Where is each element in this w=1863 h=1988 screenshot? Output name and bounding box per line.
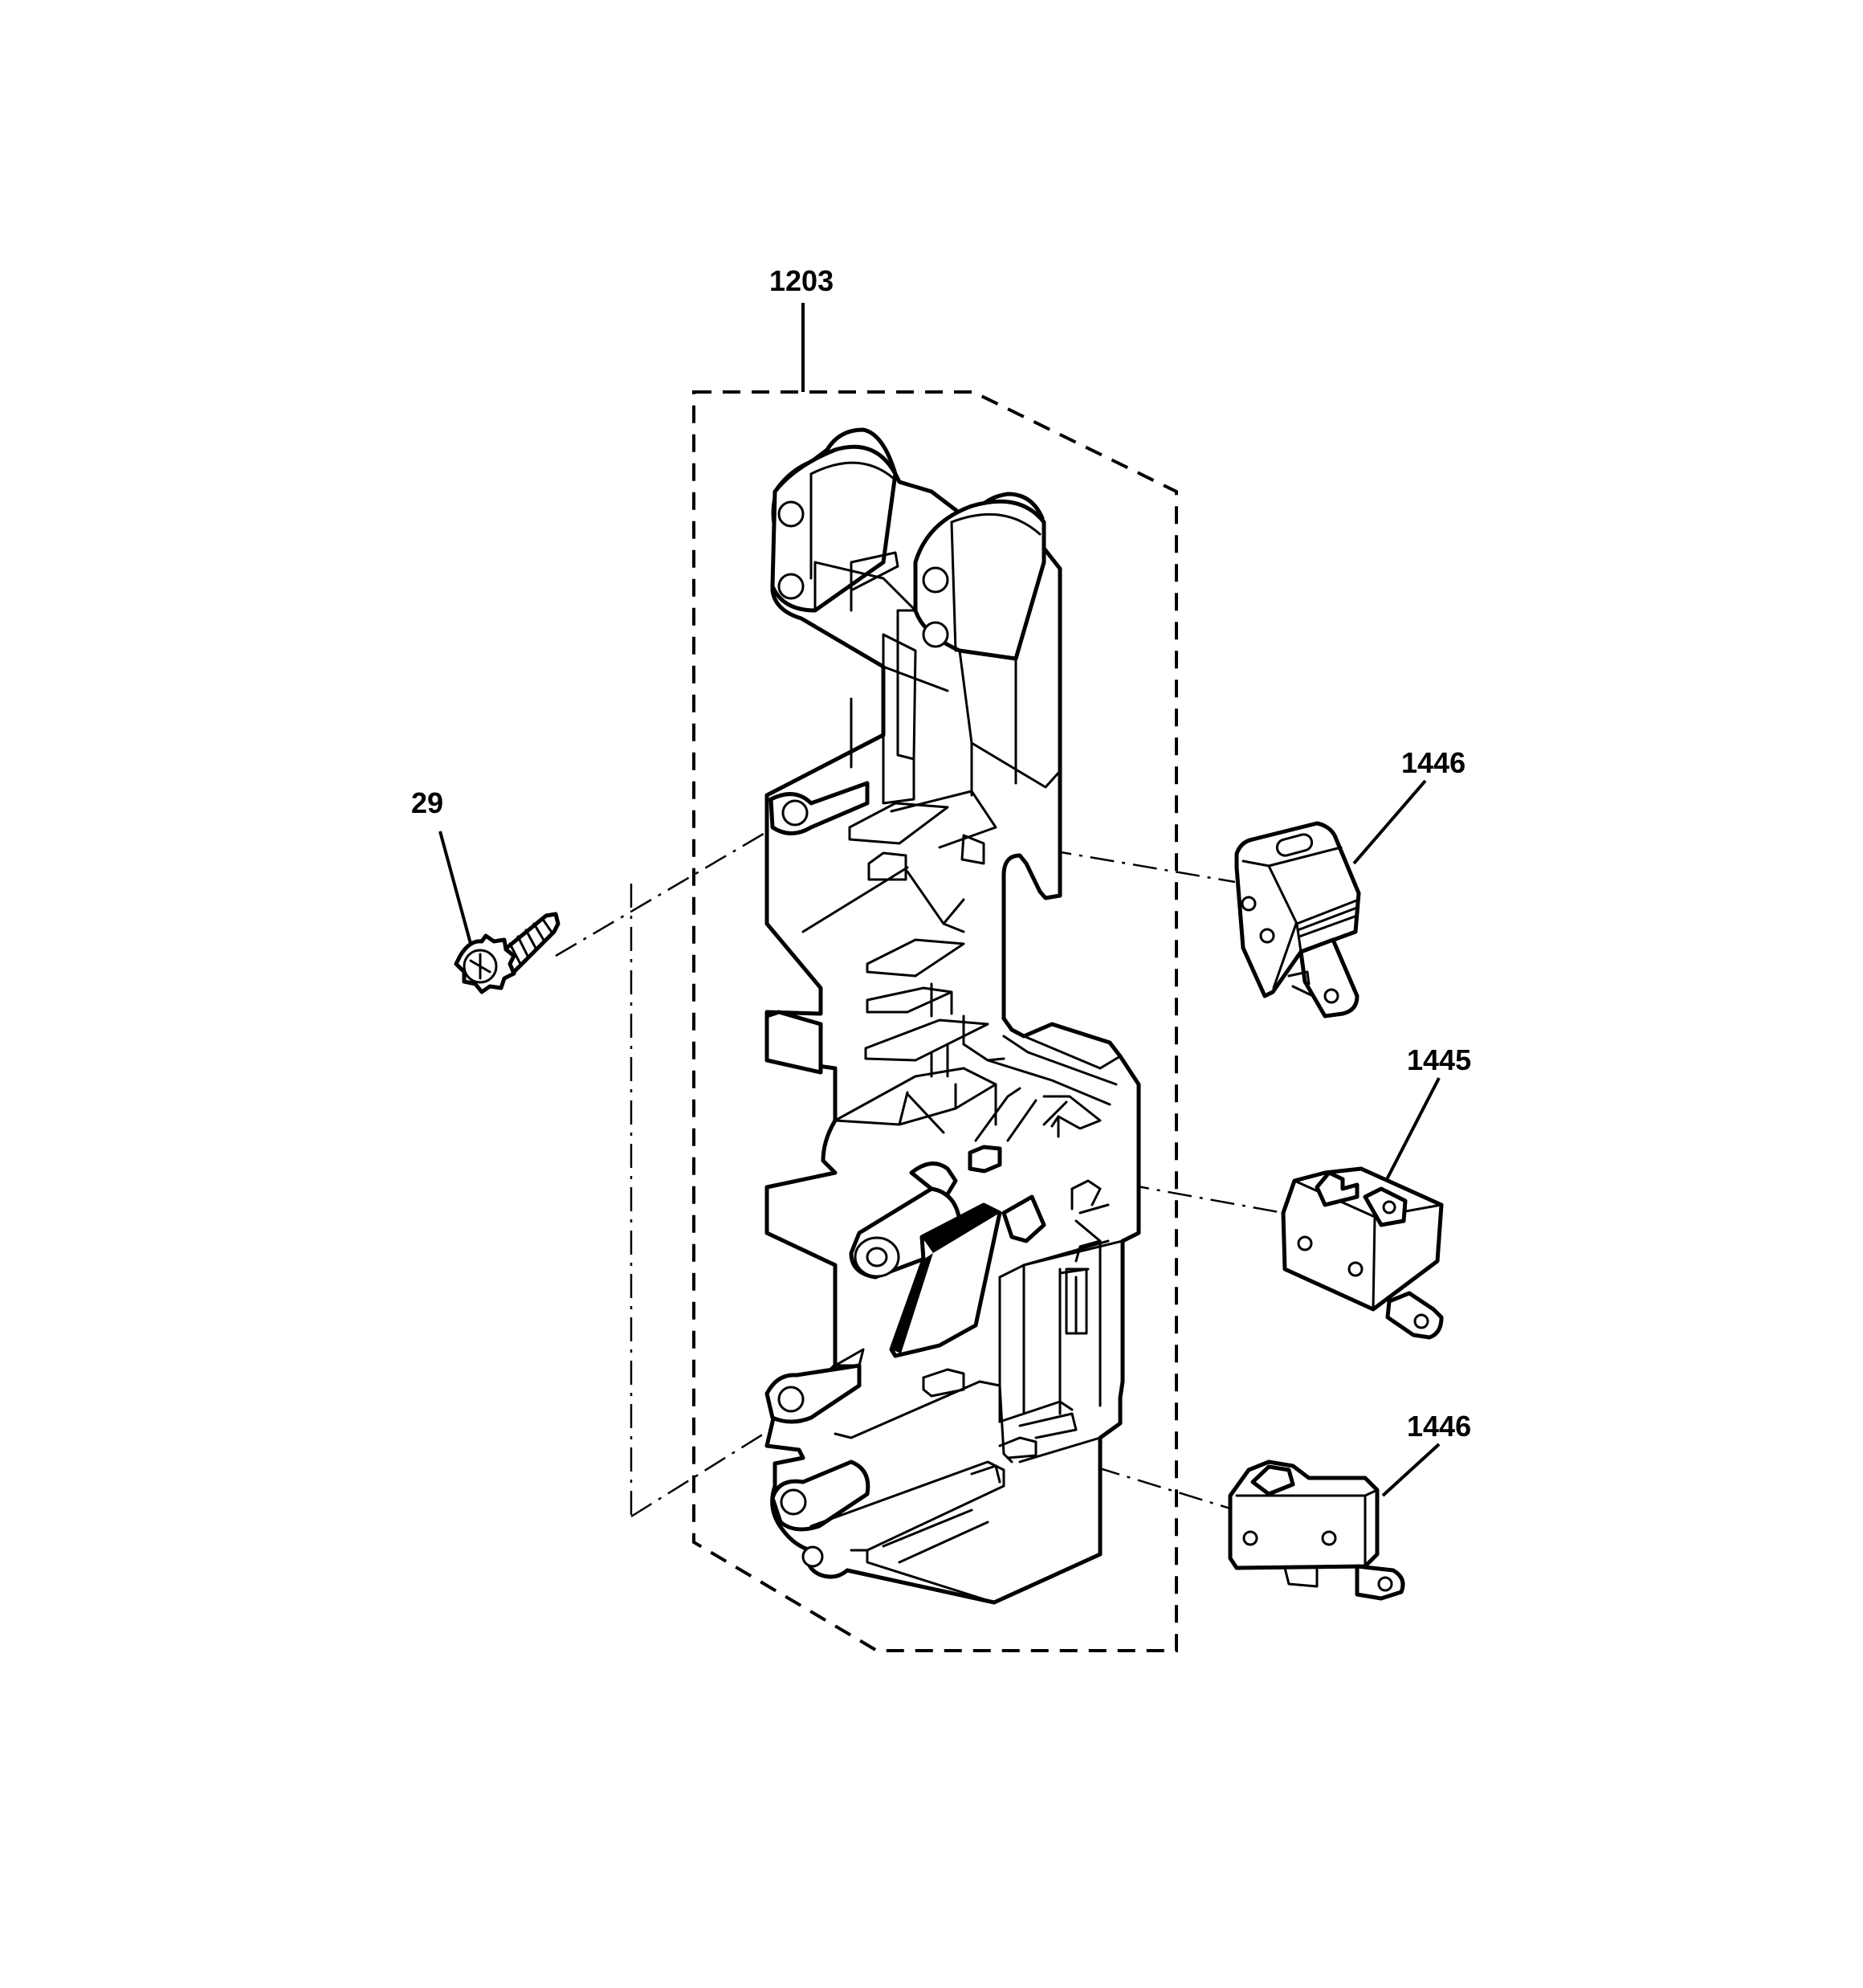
shelf-3: [866, 938, 965, 978]
lower-boss-thin-arm: [834, 1348, 865, 1367]
switch-bottom-terminal-2: [1283, 1566, 1319, 1588]
callout-29: 29: [411, 786, 443, 819]
callout-1445: 1445: [1407, 1043, 1471, 1076]
switch-bottom-button: [1250, 1464, 1295, 1496]
middle-channel: [962, 1014, 1122, 1106]
screw-threads: [508, 916, 554, 965]
switch-middle-hole-1: [1297, 1235, 1313, 1251]
screw-drive-icon: [469, 953, 491, 980]
switch-top-slot: [1275, 833, 1314, 857]
switch-bottom-faces: [1235, 1488, 1379, 1568]
leader-1445: [1381, 1077, 1441, 1188]
right-clip-lower: [1042, 1100, 1068, 1138]
assembly-line-switch-middle: [1039, 1167, 1284, 1214]
inner-diagonal: [801, 866, 965, 933]
upper-left-hole-1: [777, 500, 805, 528]
switch-1446-top: [1234, 821, 1361, 1018]
assembly-line-switch-bottom: [1013, 1440, 1231, 1510]
rod: [1022, 1239, 1110, 1267]
left-boss-upper-hole: [781, 799, 809, 827]
switch-bottom-hole-2: [1321, 1530, 1337, 1546]
upper-hinge-right-edge: [950, 512, 1042, 652]
switch-1445: [1281, 1166, 1444, 1340]
upper-right-hole-1: [922, 566, 949, 594]
assembly-line-screw-lower: [630, 1422, 781, 1518]
tab-lower: [960, 834, 985, 865]
left-block: [764, 1010, 823, 1075]
lower-tab-2: [998, 1400, 1078, 1439]
upper-right-hole-2: [922, 621, 949, 648]
screw-29: [454, 912, 561, 994]
switch-top-hole-2: [1259, 928, 1275, 944]
actuator-lever-side: [891, 1253, 933, 1353]
shelf-4: [866, 982, 953, 1018]
switch-middle-terminal-hole: [1413, 1313, 1429, 1329]
lower-tab-3: [998, 1436, 1102, 1463]
bottom-foot-hole: [801, 1545, 824, 1568]
callout-1446-top: 1446: [1401, 746, 1466, 779]
assembly-lines: [555, 816, 1284, 1518]
small-cube: [968, 1145, 1002, 1174]
switch-top-terminal: [1298, 937, 1360, 1018]
assembly-line-screw-upper: [555, 816, 792, 957]
shelf-1: [848, 802, 949, 845]
upper-left-hole-2: [777, 573, 805, 600]
upper-hinge-left-edge: [809, 461, 895, 580]
switch-middle-button: [1315, 1170, 1360, 1207]
bottom-cylinder-hole: [780, 1488, 807, 1516]
actuator-lever-shade: [922, 1205, 1000, 1253]
switch-middle-terminal: [1385, 1291, 1444, 1340]
upper-hinge-left: [770, 444, 898, 613]
callout-1446-bottom: 1446: [1407, 1410, 1471, 1443]
lower-clip-2: [1074, 1219, 1102, 1263]
leader-lines: [438, 303, 1441, 1497]
switch-1446-bottom: [1228, 1459, 1405, 1601]
left-boss-lower-hole: [777, 1386, 805, 1413]
column-slot-2: [1058, 1268, 1090, 1335]
switch-bottom-hole-1: [1242, 1530, 1258, 1546]
actuator-cylinder-inner: [866, 1247, 888, 1268]
switch-bottom-body: [1228, 1459, 1380, 1570]
bracket-1203: [764, 427, 1141, 1605]
switch-top-terminal-2: [1287, 970, 1327, 1018]
leader-29: [438, 831, 474, 950]
switch-top-terminal-hole: [1323, 988, 1339, 1004]
callout-1203: 1203: [769, 264, 834, 297]
switch-middle-hole-2: [1347, 1261, 1364, 1277]
switch-top-hole-1: [1241, 896, 1257, 912]
leader-1446-top: [1352, 779, 1427, 865]
upper-right-rib: [958, 649, 1062, 797]
actuator-cylinder-end: [854, 1236, 900, 1278]
assembly-boundary-1203: [692, 390, 1178, 1652]
bracket-body: [764, 427, 1141, 1605]
switch-top-faces: [1241, 846, 1360, 990]
leader-1446-bottom: [1381, 1443, 1441, 1497]
switch-top-bands: [1296, 906, 1359, 938]
middle-inner-lines: [898, 1083, 1037, 1142]
lower-clip: [1070, 1179, 1110, 1214]
bottom-floor: [809, 1460, 1005, 1604]
upper-left-rib: [850, 665, 949, 805]
switch-bottom-terminal-hole: [1377, 1576, 1393, 1592]
switch-middle-top-terminal-hole: [1382, 1200, 1396, 1214]
actuator-wedge: [1001, 1194, 1046, 1243]
